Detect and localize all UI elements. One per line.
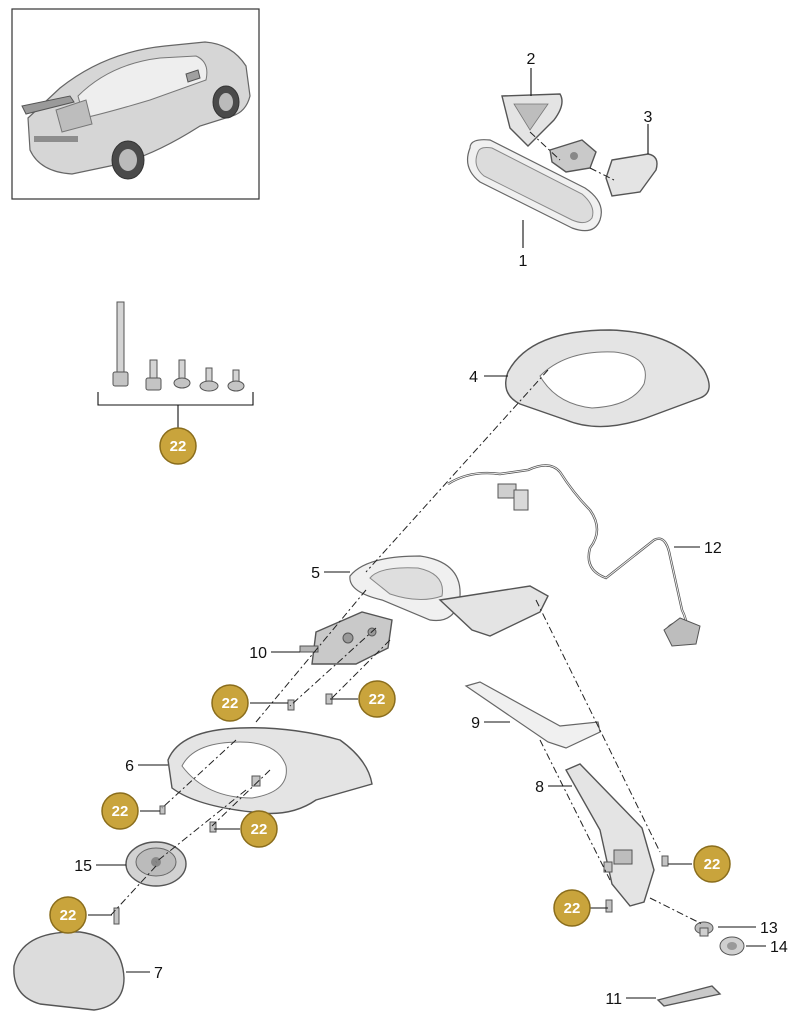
badge-22-motor-text: 22: [60, 907, 77, 924]
adjustment-bracket: [299, 611, 393, 665]
label-part-12: 12: [704, 540, 722, 557]
label-part-6: 6: [125, 758, 134, 775]
car-thumbnail: [11, 8, 260, 200]
badge-22-screw-set: 22: [159, 427, 197, 465]
badge-22-bracket-right-text: 22: [369, 691, 386, 708]
grommet-part: [719, 936, 745, 956]
screw-set: [97, 301, 254, 428]
badge-22-housing-right: 22: [240, 810, 278, 848]
bolt-4: [199, 367, 219, 392]
mirror-motor: [125, 841, 187, 887]
badge-22-screw-set-text: 22: [170, 438, 187, 455]
mirror-mount-cover-lower: [605, 153, 658, 197]
mirror-housing-cover: [505, 329, 710, 428]
label-part-2: 2: [527, 51, 536, 68]
harness-connector: [663, 617, 701, 647]
label-part-11: 11: [605, 991, 622, 1008]
interior-mirror-part: [467, 139, 602, 232]
bolt-3: [173, 359, 191, 389]
badge-22-housing-left-text: 22: [112, 803, 129, 820]
label-part-3: 3: [644, 109, 653, 126]
label-part-4: 4: [469, 369, 478, 386]
mirror-base: [349, 555, 549, 637]
label-part-14: 14: [770, 939, 788, 956]
badge-22-bracket-left-text: 22: [222, 695, 239, 712]
label-part-15: 15: [74, 858, 92, 875]
badge-22-arm-right: 22: [693, 845, 731, 883]
long-bolt: [112, 301, 129, 387]
mirror-arm: [565, 763, 655, 907]
badge-22-bracket-right: 22: [358, 680, 396, 718]
clip-part: [694, 921, 714, 937]
label-part-9: 9: [471, 715, 480, 732]
badge-22-arm-left: 22: [553, 889, 591, 927]
badge-22-bracket-left: 22: [211, 684, 249, 722]
wiring-harness: [447, 464, 701, 647]
label-part-1: 1: [519, 253, 528, 270]
light-strip-part: [656, 985, 722, 1007]
bolt-2: [145, 359, 162, 391]
badge-22-arm-left-text: 22: [564, 900, 581, 917]
trim-strip: [464, 681, 601, 749]
label-part-10: 10: [249, 645, 267, 662]
car-rear-view-icon: [21, 41, 251, 180]
badge-22-motor: 22: [49, 896, 87, 934]
mirror-mount-cover-upper: [501, 93, 563, 147]
badge-22-housing-left: 22: [101, 792, 139, 830]
badge-22-arm-right-text: 22: [704, 856, 721, 873]
mirror-glass: [13, 931, 125, 1011]
label-part-5: 5: [311, 565, 320, 582]
bolt-5: [227, 369, 245, 392]
badge-22-housing-right-text: 22: [251, 821, 268, 838]
label-part-8: 8: [535, 779, 544, 796]
label-part-7: 7: [154, 965, 163, 982]
mirror-bracket: [549, 139, 597, 173]
label-part-13: 13: [760, 920, 778, 937]
